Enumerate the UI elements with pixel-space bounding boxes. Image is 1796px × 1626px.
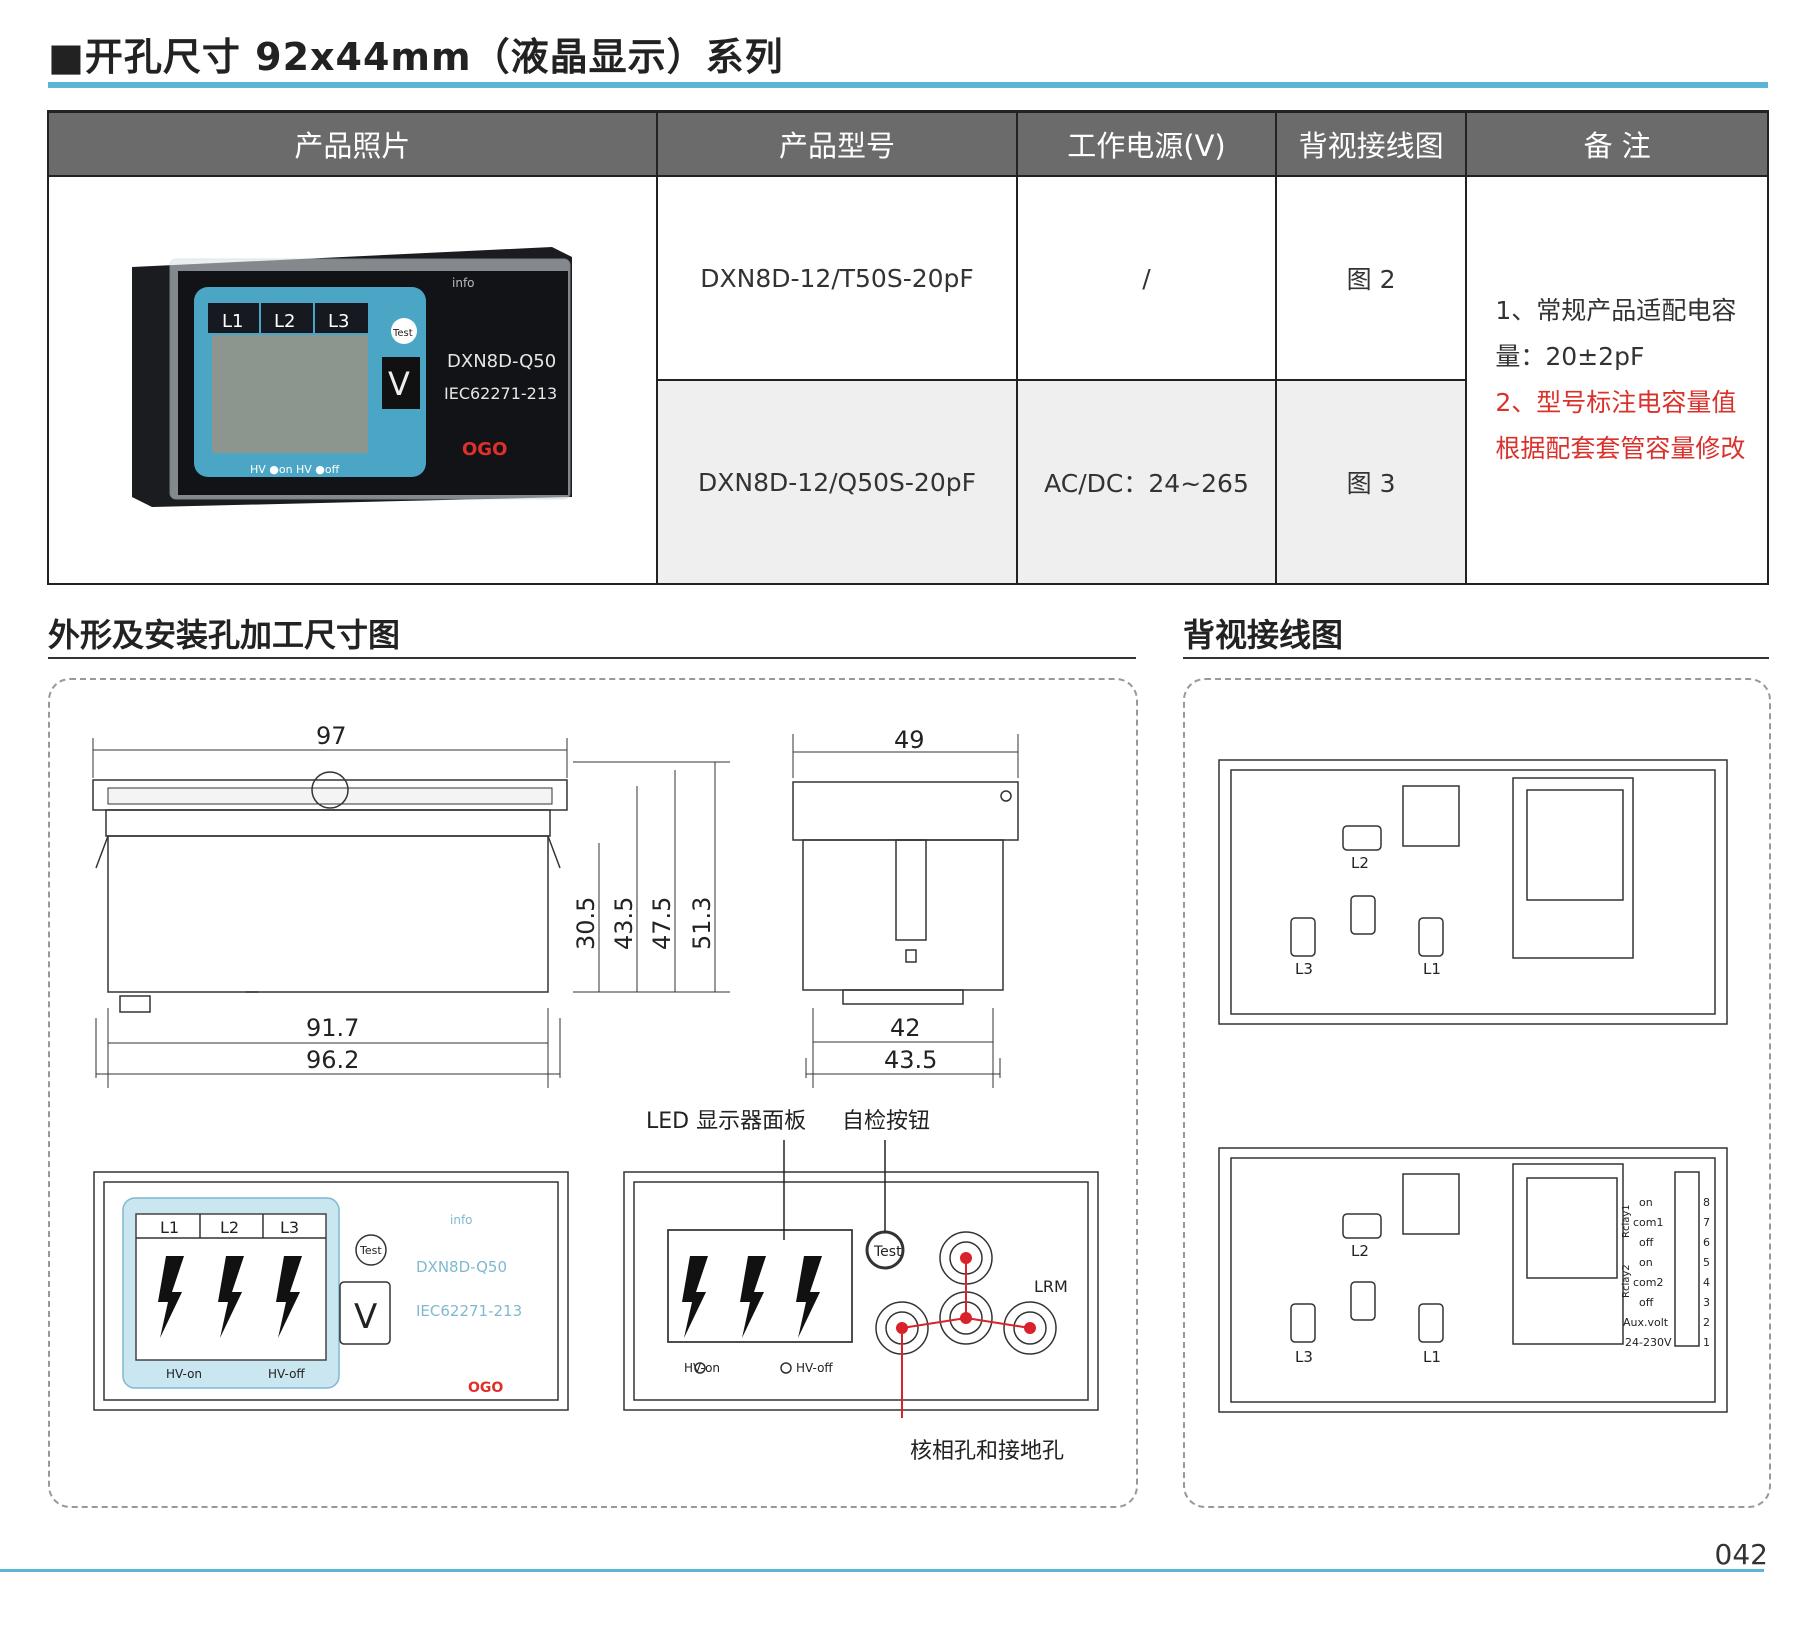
front-brand: OGO — [468, 1380, 503, 1396]
rear-lrm: LRM — [1034, 1277, 1068, 1296]
wiring-panel — [1183, 678, 1771, 1508]
col-header-notes: 备 注 — [1465, 110, 1769, 177]
wiring2-l2: L2 — [1351, 1242, 1369, 1260]
dim-49: 49 — [894, 726, 925, 754]
notes-cell: 1、常规产品适配电容 量：20±2pF 2、型号标注电容量值 根据配套套管容量修… — [1465, 175, 1769, 585]
wiring-section-title: 背视接线图 — [1183, 616, 1344, 654]
photo-v-label: V — [388, 365, 410, 403]
photo-info: info — [452, 276, 475, 290]
dim-43-5b: 43.5 — [884, 1046, 937, 1074]
product-photo: L1 L2 L3 V Test HV ●on HV ●off info DXN8… — [47, 175, 658, 585]
rear-hv-on: HV-on — [684, 1361, 720, 1375]
lightning-icons — [158, 1256, 302, 1338]
terminal-label: on — [1639, 1256, 1653, 1269]
front-hv-on: HV-on — [166, 1367, 202, 1381]
note-line-4: 根据配套套管容量修改 — [1495, 434, 1746, 463]
dim-97: 97 — [316, 722, 347, 750]
front-standard: IEC62271-213 — [416, 1302, 522, 1320]
rear-hv-off: HV-off — [796, 1361, 833, 1375]
note-line-2: 量：20±2pF — [1495, 342, 1645, 371]
dim-30-5: 30.5 — [572, 897, 600, 950]
diagram-cell: 图 2 — [1274, 175, 1468, 381]
photo-l1: L1 — [222, 311, 243, 332]
terminal-num: 1 — [1703, 1336, 1710, 1349]
dim-42: 42 — [890, 1014, 921, 1042]
front-model: DXN8D-Q50 — [416, 1258, 507, 1276]
callout-led-panel: LED 显示器面板 — [646, 1109, 806, 1134]
terminal-label: 24-230V — [1625, 1336, 1672, 1349]
relay1-label: Rclay1 — [1621, 1204, 1632, 1238]
note-line-1: 1、常规产品适配电容 — [1495, 296, 1737, 325]
model-cell: DXN8D-12/T50S-20pF — [655, 175, 1019, 381]
front-l1: L1 — [160, 1218, 179, 1237]
terminal-label: on — [1639, 1196, 1653, 1209]
front-info: info — [450, 1213, 473, 1227]
front-l3: L3 — [280, 1218, 299, 1237]
terminal-num: 7 — [1703, 1216, 1710, 1229]
callout-self-test: 自检按钮 — [842, 1109, 930, 1134]
front-hv-off: HV-off — [268, 1367, 305, 1381]
wiring1-l2: L2 — [1351, 854, 1369, 872]
col-header-power: 工作电源(V) — [1016, 110, 1277, 177]
relay2-label: Rclay2 — [1621, 1264, 1632, 1298]
photo-l2: L2 — [274, 311, 295, 332]
device-photo-image: L1 L2 L3 V Test HV ●on HV ●off info DXN8… — [132, 247, 573, 507]
table-row: L1 L2 L3 V Test HV ●on HV ●off info DXN8… — [47, 175, 1769, 585]
front-l2: L2 — [220, 1218, 239, 1237]
wiring2-l1: L1 — [1423, 1348, 1441, 1366]
terminal-label: off — [1639, 1296, 1654, 1309]
photo-hv-on: HV ●on — [250, 463, 293, 476]
model-cell: DXN8D-12/Q50S-20pF — [655, 379, 1019, 585]
photo-model: DXN8D-Q50 — [447, 351, 556, 372]
page-number: 042 — [1714, 1538, 1768, 1571]
photo-test-label: Test — [392, 328, 413, 339]
power-cell: AC/DC：24~265 — [1016, 379, 1277, 585]
dimension-drawing: 97 91.7 96.2 30.5 43.5 47.5 51.3 49 42 4… — [92, 722, 1099, 1464]
dims-section-title: 外形及安装孔加工尺寸图 — [48, 616, 401, 654]
callout-phase-holes: 核相孔和接地孔 — [910, 1439, 1064, 1464]
col-header-model: 产品型号 — [655, 110, 1019, 177]
col-header-photo: 产品照片 — [47, 110, 658, 177]
dim-47-5: 47.5 — [648, 897, 676, 950]
dims-section-rule — [48, 657, 1136, 659]
wiring-drawing: L2 L3 L1 L2 L3 L1 on 8 com1 7 off 6 on 5… — [1218, 759, 1728, 1413]
dim-51-3: 51.3 — [688, 897, 716, 950]
page-footer-line — [0, 1569, 1764, 1572]
terminal-label: com1 — [1633, 1216, 1664, 1229]
table-row: DXN8D-12/Q50S-20pF AC/DC：24~265 图 3 — [48, 379, 1768, 585]
diagram-cell: 图 3 — [1274, 379, 1468, 585]
lightning-icons-rear — [682, 1256, 822, 1338]
dim-43-5: 43.5 — [610, 897, 638, 950]
terminal-num: 5 — [1703, 1256, 1710, 1269]
product-table: 产品照片 产品型号 工作电源(V) 背视接线图 备 注 L1 L2 L3 — [47, 110, 1769, 585]
front-test: Test — [359, 1244, 382, 1257]
power-cell: / — [1016, 175, 1277, 381]
terminal-label: com2 — [1633, 1276, 1664, 1289]
title-underline — [48, 82, 1768, 88]
wiring2-l3: L3 — [1295, 1348, 1313, 1366]
wiring1-l3: L3 — [1295, 960, 1313, 978]
front-v: V — [354, 1297, 377, 1337]
page-title: ■开孔尺寸 92x44mm（液晶显示）系列 — [48, 35, 784, 79]
terminal-num: 4 — [1703, 1276, 1710, 1289]
photo-hv-off: HV ●off — [296, 463, 340, 476]
rear-test: Test — [873, 1244, 902, 1260]
wiring1-l1: L1 — [1423, 960, 1441, 978]
wiring-section-rule — [1183, 657, 1769, 659]
terminal-num: 6 — [1703, 1236, 1710, 1249]
note-line-3: 2、型号标注电容量值 — [1495, 388, 1737, 417]
terminal-block: on 8 com1 7 off 6 on 5 com2 4 off 3 Aux.… — [1621, 1196, 1710, 1349]
terminal-num: 3 — [1703, 1296, 1710, 1309]
photo-brand: OGO — [462, 439, 507, 460]
photo-standard: IEC62271-213 — [444, 384, 557, 403]
photo-l3: L3 — [328, 311, 349, 332]
col-header-diagram: 背视接线图 — [1274, 110, 1468, 177]
dim-96-2: 96.2 — [306, 1046, 359, 1074]
dims-panel — [48, 678, 1138, 1508]
terminal-num: 8 — [1703, 1196, 1710, 1209]
terminal-label: off — [1639, 1236, 1654, 1249]
dim-91-7: 91.7 — [306, 1014, 359, 1042]
terminal-num: 2 — [1703, 1316, 1710, 1329]
terminal-label: Aux.volt — [1623, 1316, 1669, 1329]
